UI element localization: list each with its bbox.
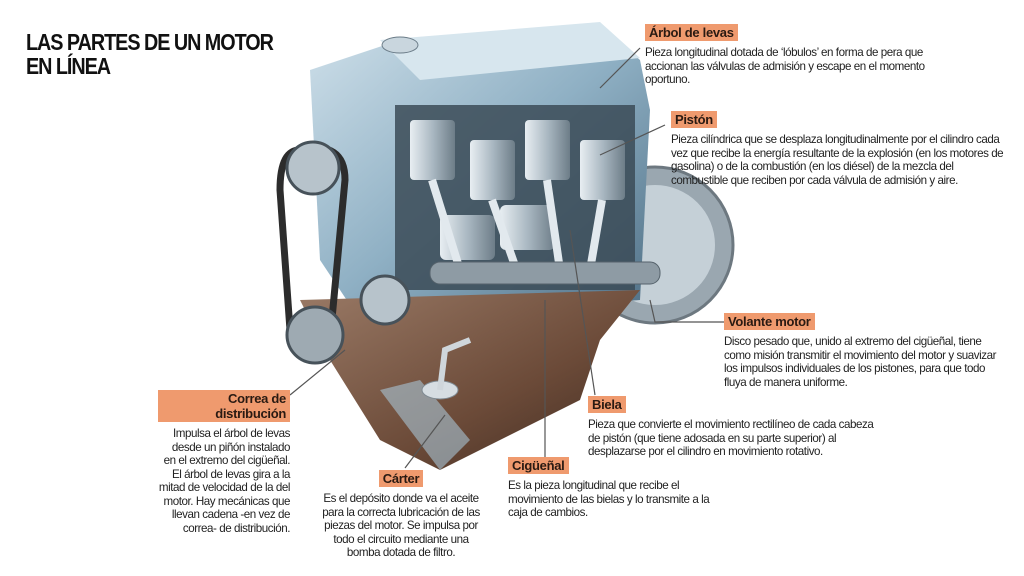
page-title: LAS PARTES DE UN MOTOR EN LÍNEA (26, 29, 274, 79)
callout-arbol-de-levas: Árbol de levas Pieza longitudinal dotada… (645, 24, 925, 86)
label-ciguenal: Cigüeñal (508, 457, 569, 474)
label-biela: Biela (588, 396, 626, 413)
label-correa-de-distribucion: Correa de distribución (158, 390, 290, 422)
callout-carter: Cárter Es el depósito donde va el aceite… (322, 470, 480, 559)
label-arbol-de-levas: Árbol de levas (645, 24, 738, 41)
callout-correa-de-distribucion: Correa de distribución Impulsa el árbol … (158, 390, 290, 535)
label-volante-motor: Volante motor (724, 313, 815, 330)
callout-ciguenal: Cigüeñal Es la pieza longitudinal que re… (508, 457, 710, 519)
callout-volante-motor: Volante motor Disco pesado que, unido al… (724, 313, 997, 389)
label-piston: Pistón (671, 111, 717, 128)
crankshaft (429, 261, 661, 285)
callout-biela: Biela Pieza que convierte el movimiento … (588, 396, 874, 458)
oil-pan (300, 290, 640, 470)
pistons (410, 120, 625, 260)
label-carter: Cárter (378, 470, 424, 487)
callout-piston: Pistón Pieza cilíndrica que se desplaza … (671, 111, 1004, 187)
